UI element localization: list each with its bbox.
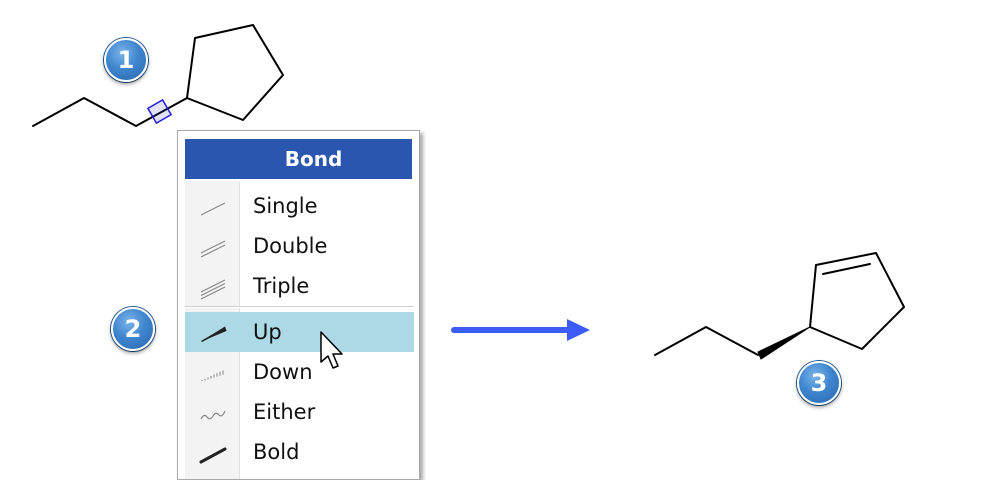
- menu-item-either[interactable]: Either: [185, 392, 414, 432]
- step-badge-2-number: 2: [124, 315, 142, 343]
- bond-context-menu[interactable]: Bond Single Double Triple Up: [177, 130, 420, 480]
- step-badge-1-number: 1: [117, 46, 135, 74]
- molecule-before[interactable]: [32, 24, 284, 127]
- menu-item-single-label: Single: [253, 194, 318, 218]
- step-badge-2: 2: [111, 307, 155, 351]
- menu-item-triple[interactable]: Triple: [185, 266, 414, 306]
- menu-item-double-label: Double: [253, 234, 328, 258]
- wedge-up-bond-icon: [201, 326, 227, 342]
- wavy-either-bond-icon: [200, 410, 226, 420]
- propyl-chain-after[interactable]: [654, 326, 759, 356]
- menu-item-double[interactable]: Double: [185, 226, 414, 266]
- double-bond-icon: [200, 240, 226, 258]
- step-badge-1: 1: [104, 38, 148, 82]
- propyl-chain[interactable]: [32, 97, 188, 127]
- molecule-after[interactable]: [654, 252, 905, 356]
- menu-item-bold[interactable]: Bold: [185, 432, 414, 472]
- triple-bond-icon: [200, 279, 226, 300]
- bold-bond-icon: [199, 447, 227, 464]
- cyclopentene-ring[interactable]: [809, 252, 905, 350]
- ring-double-bond-inner: [822, 263, 871, 275]
- menu-item-either-label: Either: [253, 400, 316, 424]
- hashed-down-bond-icon: [201, 370, 224, 381]
- right-arrow-icon: [451, 319, 590, 341]
- arrow-cursor-icon: [320, 331, 343, 369]
- step-badge-3-number: 3: [810, 369, 828, 397]
- menu-item-up[interactable]: Up: [185, 312, 414, 352]
- cyclopentane-ring[interactable]: [186, 24, 284, 121]
- menu-item-triple-label: Triple: [253, 274, 310, 298]
- selected-bond-marker[interactable]: [146, 98, 173, 125]
- menu-separator: [185, 306, 414, 308]
- wedge-bond[interactable]: [757, 326, 811, 360]
- menu-item-bold-label: Bold: [253, 440, 300, 464]
- step-badge-3: 3: [797, 361, 841, 405]
- menu-item-down[interactable]: Down: [185, 352, 414, 392]
- menu-header: Bond: [185, 139, 412, 179]
- drawing-canvas[interactable]: [0, 0, 989, 466]
- menu-item-single[interactable]: Single: [185, 186, 414, 226]
- single-bond-icon: [200, 202, 226, 216]
- menu-item-down-label: Down: [253, 360, 313, 384]
- menu-item-up-label: Up: [253, 320, 282, 344]
